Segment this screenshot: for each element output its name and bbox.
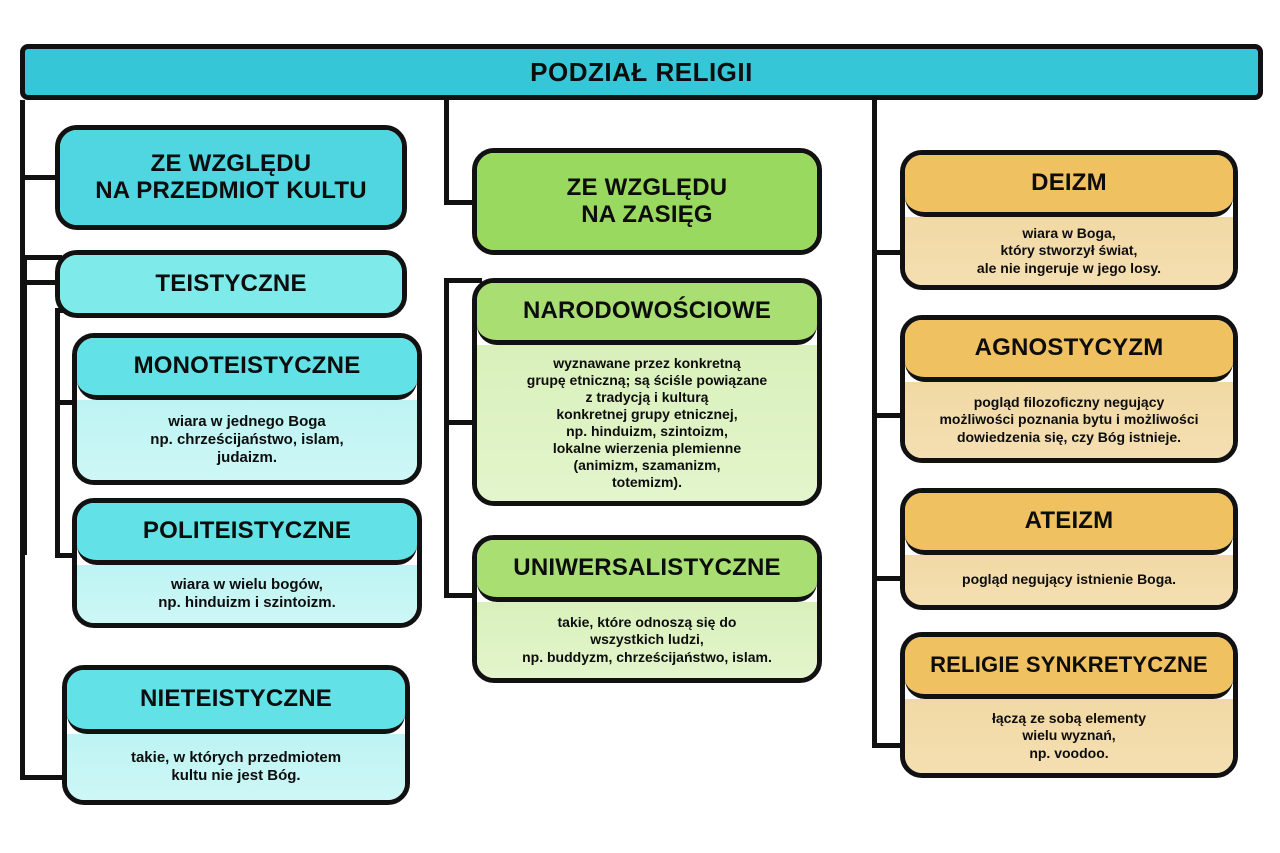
- connector-mid-to-narodowosciowe: [444, 420, 482, 425]
- node-label: POLITEISTYCZNE: [77, 503, 417, 565]
- diagram-title: PODZIAŁ RELIGII: [20, 44, 1263, 100]
- connector-left-mid-trunk: [22, 255, 27, 555]
- node-label: ZE WZGLĘDU NA ZASIĘG: [477, 153, 817, 250]
- node-label: RELIGIE SYNKRETYCZNE: [905, 637, 1233, 699]
- connector-left-to-teistyczne: [22, 280, 62, 285]
- node-description: takie, w których przedmiotem kultu nie j…: [67, 734, 405, 800]
- connector-right-to-synkretyczne: [872, 743, 908, 748]
- connector-left-inner-trunk: [55, 308, 60, 558]
- node-label: AGNOSTYCYZM: [905, 320, 1233, 382]
- node-agnostycyzm[interactable]: AGNOSTYCYZM pogląd filozoficzny negujący…: [900, 315, 1238, 463]
- node-label: UNIWERSALISTYCZNE: [477, 540, 817, 602]
- connector-mid-to-branch-label: [444, 200, 482, 205]
- node-narodowosciowe[interactable]: NARODOWOŚCIOWE wyznawane przez konkretną…: [472, 278, 822, 506]
- node-politeistyczne[interactable]: POLITEISTYCZNE wiara w wielu bogów, np. …: [72, 498, 422, 628]
- node-deizm[interactable]: DEIZM wiara w Boga, który stworzył świat…: [900, 150, 1238, 290]
- node-monoteistyczne[interactable]: MONOTEISTYCZNE wiara w jednego Boga np. …: [72, 333, 422, 485]
- node-uniwersalistyczne[interactable]: UNIWERSALISTYCZNE takie, które odnoszą s…: [472, 535, 822, 683]
- connector-mid-trunk: [444, 278, 449, 598]
- node-description: takie, które odnoszą się do wszystkich l…: [477, 602, 817, 678]
- node-label: TEISTYCZNE: [60, 255, 402, 313]
- connector-left-to-politeistyczne: [55, 553, 79, 558]
- node-description: wiara w Boga, który stworzył świat, ale …: [905, 217, 1233, 285]
- node-label: NIETEISTYCZNE: [67, 670, 405, 734]
- node-label: ZE WZGLĘDU NA PRZEDMIOT KULTU: [60, 130, 402, 225]
- connector-right-trunk: [872, 100, 877, 748]
- node-description: wyznawane przez konkretną grupę etniczną…: [477, 345, 817, 501]
- connector-right-to-agnostycyzm: [872, 413, 908, 418]
- connector-mid-trunk-joint: [444, 278, 482, 283]
- connector-left-to-monoteistyczne: [55, 400, 79, 405]
- node-description: pogląd negujący istnienie Boga.: [905, 555, 1233, 605]
- node-label: ATEIZM: [905, 493, 1233, 555]
- node-description: łączą ze sobą elementy wielu wyznań, np.…: [905, 699, 1233, 773]
- connector-left-mid-top: [22, 255, 62, 260]
- node-nieteistyczne[interactable]: NIETEISTYCZNE takie, w których przedmiot…: [62, 665, 410, 805]
- node-teistyczne[interactable]: TEISTYCZNE: [55, 250, 407, 318]
- node-description: wiara w wielu bogów, np. hinduizm i szin…: [77, 565, 417, 623]
- node-label: NARODOWOŚCIOWE: [477, 283, 817, 345]
- node-ateizm[interactable]: ATEIZM pogląd negujący istnienie Boga.: [900, 488, 1238, 610]
- connector-right-to-ateizm: [872, 576, 908, 581]
- connector-right-to-deizm: [872, 250, 908, 255]
- connector-left-to-branch-label: [20, 175, 62, 180]
- connector-mid-trunk-top: [444, 100, 449, 205]
- node-description: pogląd filozoficzny negujący możliwości …: [905, 382, 1233, 458]
- node-ze-wzgledu-na-zasieg[interactable]: ZE WZGLĘDU NA ZASIĘG: [472, 148, 822, 255]
- node-label: MONOTEISTYCZNE: [77, 338, 417, 400]
- node-religie-synkretyczne[interactable]: RELIGIE SYNKRETYCZNE łączą ze sobą eleme…: [900, 632, 1238, 778]
- node-ze-wzgledu-na-przedmiot-kultu[interactable]: ZE WZGLĘDU NA PRZEDMIOT KULTU: [55, 125, 407, 230]
- connector-mid-to-uniwersalistyczne: [444, 593, 482, 598]
- connector-left-to-nieteistyczne: [20, 775, 66, 780]
- node-description: wiara w jednego Boga np. chrześcijaństwo…: [77, 400, 417, 480]
- node-label: DEIZM: [905, 155, 1233, 217]
